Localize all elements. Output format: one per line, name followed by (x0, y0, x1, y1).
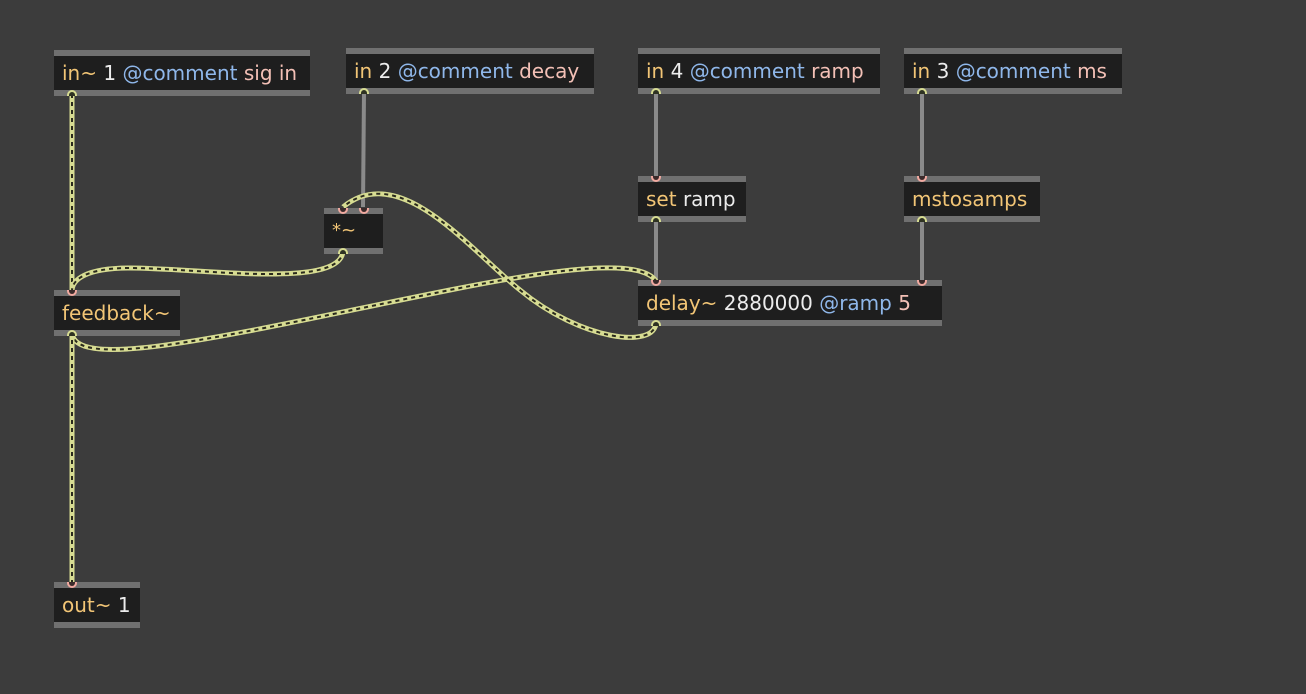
cord-decay-to-mul[interactable] (361, 91, 366, 208)
out-object[interactable]: out~ 1 (54, 582, 140, 628)
object-operator: out~ (62, 593, 112, 617)
mstosamps-object[interactable]: mstosamps (904, 176, 1040, 222)
object-number: 1 (117, 593, 131, 617)
object-attribute: @ramp (819, 291, 892, 315)
outlet-port[interactable] (359, 88, 369, 94)
inlet-port-right[interactable] (359, 208, 369, 214)
object-value: 5 (898, 291, 911, 315)
object-value: decay (519, 59, 580, 83)
object-attribute: @comment (122, 61, 238, 85)
outlet-port[interactable] (67, 330, 77, 336)
object-operator: in (354, 59, 373, 83)
object-operator: delay~ (646, 291, 718, 315)
inlet-port[interactable] (917, 176, 927, 182)
in-ms-object[interactable]: in 3 @comment ms (904, 48, 1122, 94)
object-value: ms (1077, 59, 1107, 83)
object-attribute: @comment (689, 59, 805, 83)
outlet-port[interactable] (651, 216, 661, 222)
object-operator: in (646, 59, 665, 83)
in-ramp-object[interactable]: in 4 @comment ramp (638, 48, 880, 94)
outlet-port[interactable] (917, 88, 927, 94)
inlet-port-left[interactable] (651, 280, 661, 286)
cord-delay-to-mul[interactable] (341, 191, 659, 340)
object-value: ramp (811, 59, 864, 83)
cord-mul-to-feedback[interactable] (69, 249, 346, 292)
object-value: ramp (682, 187, 736, 211)
object-attribute: @comment (397, 59, 513, 83)
delay-object[interactable]: delay~ 2880000 @ramp 5 (638, 280, 942, 326)
object-operator: in~ (62, 61, 97, 85)
object-number: 2880000 (723, 291, 813, 315)
inlet-port[interactable] (67, 582, 77, 588)
object-operator: mstosamps (912, 187, 1028, 211)
inlet-port[interactable] (67, 290, 77, 296)
in-sig-object[interactable]: in~ 1 @comment sig in (54, 50, 310, 96)
in-decay-object[interactable]: in 2 @comment decay (346, 48, 594, 94)
inlet-port-left[interactable] (338, 208, 348, 214)
object-operator: in (912, 59, 931, 83)
object-number: 4 (670, 59, 684, 83)
object-value: sig in (243, 61, 298, 85)
inlet-port-right[interactable] (917, 280, 927, 286)
outlet-port[interactable] (917, 216, 927, 222)
inlet-port[interactable] (651, 176, 661, 182)
cord-feedback-to-delay[interactable] (69, 265, 659, 352)
object-operator: *~ (332, 220, 357, 241)
outlet-port[interactable] (651, 320, 661, 326)
object-number: 1 (103, 61, 117, 85)
set-ramp-object[interactable]: set ramp (638, 176, 746, 222)
outlet-port[interactable] (67, 90, 77, 96)
object-operator: feedback~ (62, 301, 171, 325)
outlet-port[interactable] (651, 88, 661, 94)
object-attribute: @comment (955, 59, 1071, 83)
multiply-object[interactable]: *~ (324, 208, 383, 254)
object-number: 3 (936, 59, 950, 83)
outlet-port[interactable] (338, 248, 348, 254)
object-number: 2 (378, 59, 392, 83)
feedback-object[interactable]: feedback~ (54, 290, 180, 336)
object-operator: set (646, 187, 677, 211)
